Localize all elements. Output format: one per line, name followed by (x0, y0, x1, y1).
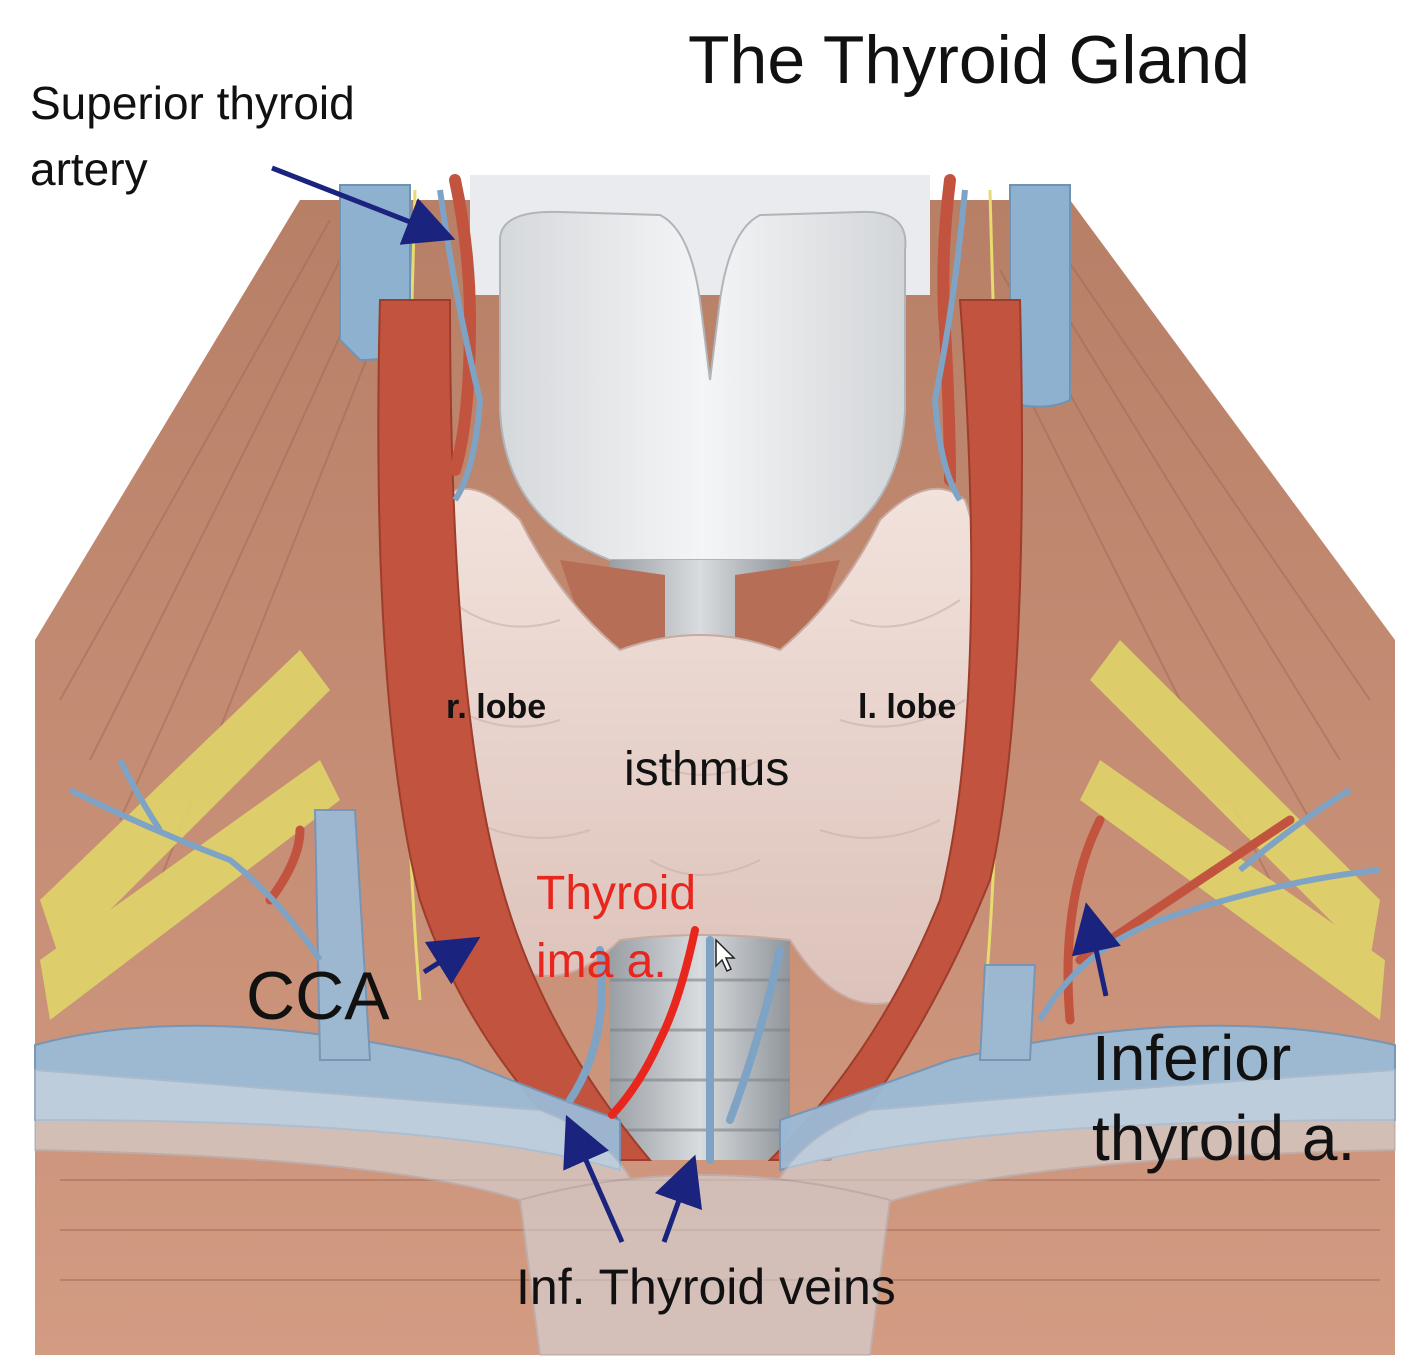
annotation-arrows (271, 165, 1121, 1244)
arrow-cca (422, 936, 481, 985)
label-superior-thyroid-artery-line1: Superior thyroid (30, 77, 355, 129)
label-inferior-thyroid-artery-line1: Inferior (1092, 1022, 1292, 1094)
label-right-lobe: r. lobe (446, 688, 547, 726)
transverse-cervical-veins (68, 758, 1381, 1022)
arrow-inf-thyroid-vein-left (563, 1114, 625, 1244)
thyroid-cartilage (499, 210, 907, 561)
inferior-thyroid-veins-vessels (566, 936, 784, 1164)
arrow-superior-thyroid-artery (271, 165, 456, 245)
label-isthmus: isthmus (624, 743, 790, 796)
superior-thyroid-veins (437, 189, 968, 502)
label-thyroid-ima-line2: ima a. (536, 935, 667, 988)
arrow-inferior-thyroid-artery (1071, 902, 1121, 997)
thyroid-ima-highlight-line (608, 926, 699, 1119)
label-left-lobe: l. lobe (858, 688, 957, 726)
clavicles-and-sternum (34, 1068, 1396, 1356)
arrow-inf-thyroid-vein-right (654, 1154, 703, 1243)
page-title: The Thyroid Gland (688, 22, 1250, 98)
label-cca: CCA (246, 958, 390, 1034)
label-superior-thyroid-artery-line2: artery (30, 143, 148, 195)
label-thyroid-ima-line1: Thyroid (536, 867, 697, 920)
label-inferior-thyroid-veins: Inf. Thyroid veins (516, 1259, 896, 1315)
mouse-cursor-icon (715, 938, 736, 973)
label-inferior-thyroid-artery-line2: thyroid a. (1092, 1102, 1356, 1174)
